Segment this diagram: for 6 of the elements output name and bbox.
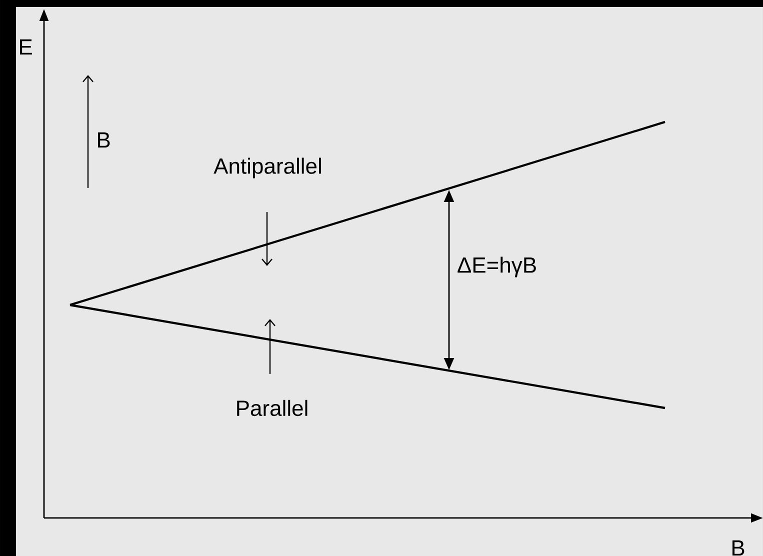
- level-label: Parallel: [237, 400, 308, 416]
- axis-label: B: [732, 540, 744, 556]
- level-label: Antiparallel: [214, 158, 321, 178]
- axis-label: E: [20, 39, 32, 55]
- energy-gap-label: ΔE=hγB: [458, 256, 536, 278]
- field-label: B: [98, 132, 110, 148]
